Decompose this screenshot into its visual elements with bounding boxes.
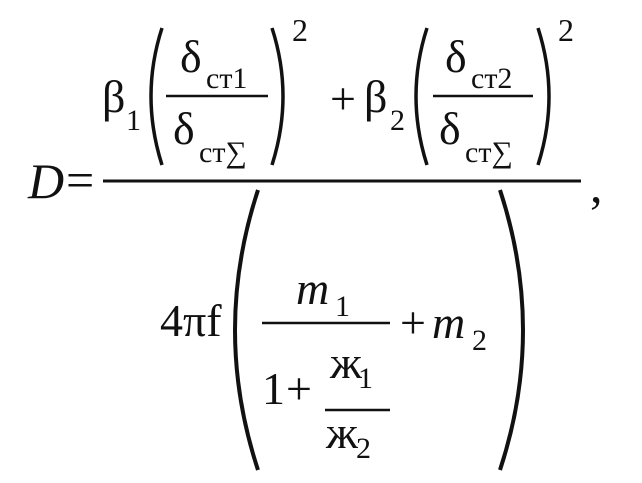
term2-exponent: 2 [558,12,574,48]
denominator-one: 1 [262,363,285,414]
term2-left-paren [414,27,429,166]
term1-exponent: 2 [292,12,308,48]
term1-coefficient: β [102,71,126,122]
term2-coefficient: β [364,71,388,122]
term1-right-paren [270,27,285,166]
denominator-right-paren [498,189,525,471]
equals-sign: = [66,152,95,208]
denominator-inner-plus: + [286,363,312,414]
term2-fraction-denominator: δ [439,103,461,154]
denominator-left-paren [233,189,260,471]
trailing-comma: , [590,157,603,213]
zh1-variable: ж [330,337,362,388]
term1-fraction-numerator: δ [180,31,202,82]
m1-subscript: 1 [335,290,350,323]
term2-fraction-denominator-subscript: ст∑ [465,136,513,169]
zh2-variable: ж [326,407,358,458]
term2-fraction-numerator-subscript: ст2 [471,62,513,95]
lhs-variable: D [28,153,65,209]
term1-coefficient-subscript: 1 [126,104,141,137]
term2-fraction-numerator: δ [445,31,467,82]
zh1-subscript: 1 [358,362,373,395]
term2-right-paren [536,27,551,166]
term1-fraction-denominator-subscript: ст∑ [199,136,247,169]
zh2-subscript: 2 [356,432,371,465]
term1-left-paren [149,27,164,166]
m2-variable: m [432,297,466,348]
term2-coefficient-subscript: 2 [390,104,405,137]
term1-fraction-numerator-subscript: ст1 [206,62,248,95]
m1-variable: m [296,263,330,314]
denominator-prefix: 4πf [160,295,222,346]
term1-fraction-denominator: δ [173,103,195,154]
m2-subscript: 2 [472,324,487,357]
numerator-plus-sign: + [330,73,356,124]
denominator-outer-plus: + [400,297,426,348]
